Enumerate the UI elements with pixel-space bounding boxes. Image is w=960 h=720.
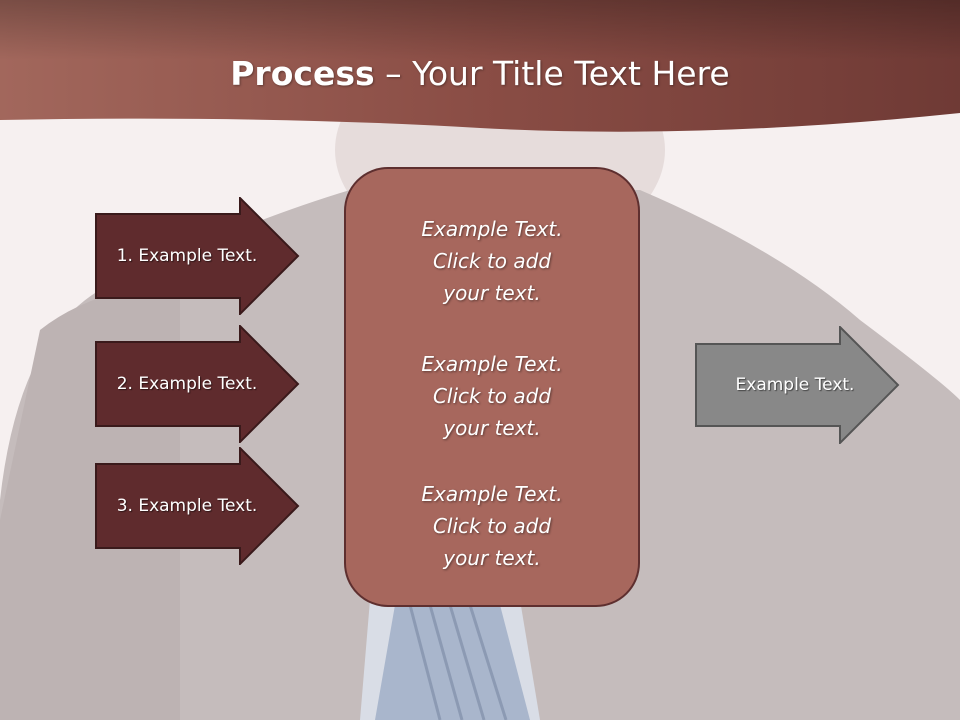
- center-text-line: Example Text.: [421, 352, 563, 376]
- step-label-3: 3. Example Text.: [116, 496, 258, 516]
- center-text-line: your text.: [443, 281, 541, 305]
- step-arrow-1[interactable]: 1. Example Text.: [95, 197, 300, 315]
- center-text-line: Example Text.: [421, 217, 563, 241]
- tie-shape: [375, 604, 530, 720]
- title-rest: – Your Title Text Here: [374, 54, 730, 93]
- center-text-line: Example Text.: [421, 482, 563, 506]
- step-arrow-3[interactable]: 3. Example Text.: [95, 447, 300, 565]
- step-arrow-shape: [95, 447, 300, 565]
- center-text-3: Example Text. Click to add your text.: [346, 478, 638, 574]
- output-arrow-shape: [695, 326, 900, 444]
- center-text-line: Click to add: [432, 384, 552, 408]
- output-label: Example Text.: [735, 375, 855, 395]
- step-arrow-shape: [95, 197, 300, 315]
- center-text-2: Example Text. Click to add your text.: [346, 348, 638, 444]
- step-label-1: 1. Example Text.: [116, 246, 258, 266]
- step-arrow-2[interactable]: 2. Example Text.: [95, 325, 300, 443]
- step-label-2: 2. Example Text.: [116, 374, 258, 394]
- slide-title: Process – Your Title Text Here: [0, 52, 960, 96]
- center-text-line: Click to add: [432, 249, 552, 273]
- center-process-box[interactable]: Example Text. Click to add your text. Ex…: [344, 167, 640, 607]
- title-bold: Process: [230, 54, 375, 93]
- center-text-1: Example Text. Click to add your text.: [346, 213, 638, 309]
- header-shade: [0, 0, 960, 60]
- output-arrow[interactable]: Example Text.: [695, 326, 900, 444]
- center-text-line: your text.: [443, 416, 541, 440]
- step-arrow-shape: [95, 325, 300, 443]
- center-text-line: Click to add: [432, 514, 552, 538]
- center-text-line: your text.: [443, 546, 541, 570]
